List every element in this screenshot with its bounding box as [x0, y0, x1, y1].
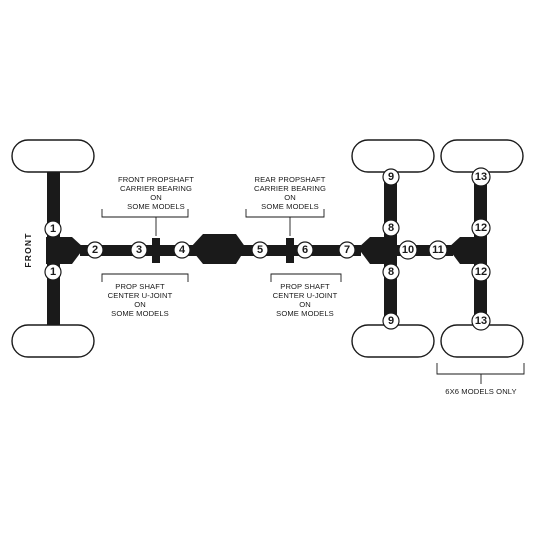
marker-3: 3: [130, 241, 148, 259]
marker-9-lower: 9: [382, 312, 400, 330]
marker-10: 10: [398, 240, 418, 260]
marker-1-lower: 1: [44, 263, 62, 281]
rear-bearing-bracket: [245, 209, 325, 218]
front-label: FRONT: [23, 232, 33, 267]
svg-text:12: 12: [475, 266, 487, 278]
rear-bearing-label-line-3: ON: [284, 193, 296, 202]
rear-bearing-label-line-4: SOME MODELS: [261, 202, 319, 211]
rear-ujoint-label-line-2: CENTER U-JOINT: [273, 291, 338, 300]
svg-text:13: 13: [475, 315, 487, 327]
front-ujoint-label-line-4: SOME MODELS: [111, 309, 169, 318]
six-by-six-label: 6X6 MODELS ONLY: [445, 387, 516, 396]
svg-text:13: 13: [475, 171, 487, 183]
svg-text:9: 9: [388, 315, 394, 327]
marker-6: 6: [296, 241, 314, 259]
svg-text:1: 1: [50, 266, 56, 278]
svg-text:8: 8: [388, 222, 394, 234]
marker-8-lower: 8: [382, 263, 400, 281]
marker-11: 11: [428, 240, 448, 260]
rear-ujoint-bracket: [270, 273, 342, 282]
rear-axle-1-left-wheel: [351, 139, 435, 173]
rear-ujoint-label-line-3: ON: [299, 300, 311, 309]
front-bearing-label-line-3: ON: [150, 193, 162, 202]
rear-ujoint-label-line-4: SOME MODELS: [276, 309, 334, 318]
svg-text:6: 6: [302, 244, 308, 256]
svg-text:4: 4: [179, 244, 186, 256]
marker-12-upper: 12: [471, 218, 491, 238]
rear-center-u-joint: [280, 238, 300, 263]
marker-13-upper: 13: [471, 167, 491, 187]
inter-axle-shaft: [395, 245, 453, 256]
svg-text:10: 10: [402, 244, 414, 256]
front-differential: [46, 237, 84, 264]
marker-7: 7: [338, 241, 356, 259]
marker-2: 2: [86, 241, 104, 259]
front-center-u-joint: [146, 238, 166, 263]
marker-9-upper: 9: [382, 168, 400, 186]
front-bearing-bracket: [101, 209, 189, 218]
rear-ujoint-label-line-1: PROP SHAFT: [280, 282, 330, 291]
front-ujoint-bracket: [101, 273, 189, 282]
rear-axle-1-differential: [358, 237, 397, 264]
svg-text:9: 9: [388, 171, 394, 183]
six-by-six-bracket: [436, 363, 525, 375]
front-ujoint-label-line-3: ON: [134, 300, 146, 309]
marker-1-upper: 1: [44, 220, 62, 238]
front-ujoint-label-line-1: PROP SHAFT: [115, 282, 165, 291]
transfer-case: [190, 234, 246, 264]
front-bearing-label-line-4: SOME MODELS: [127, 202, 185, 211]
marker-12-lower: 12: [471, 262, 491, 282]
svg-text:3: 3: [136, 244, 142, 256]
rear-axle-2-differential: [448, 237, 487, 264]
front-bearing-label-line-2: CARRIER BEARING: [120, 184, 192, 193]
rear-bearing-label-line-2: CARRIER BEARING: [254, 184, 326, 193]
rear-bearing-label-line-1: REAR PROPSHAFT: [254, 175, 325, 184]
rear-axle-1-right-wheel: [351, 324, 435, 358]
front-ujoint-label-line-2: CENTER U-JOINT: [108, 291, 173, 300]
marker-13-lower: 13: [471, 311, 491, 331]
front-bearing-label-line-1: FRONT PROPSHAFT: [118, 175, 194, 184]
marker-8-upper: 8: [382, 219, 400, 237]
front-left-wheel: [11, 139, 95, 173]
svg-text:1: 1: [50, 223, 56, 235]
svg-text:12: 12: [475, 222, 487, 234]
svg-text:7: 7: [344, 244, 350, 256]
marker-5: 5: [251, 241, 269, 259]
front-right-wheel: [11, 324, 95, 358]
marker-4: 4: [173, 241, 191, 259]
svg-text:2: 2: [92, 244, 98, 256]
rear-axle-2-left-wheel: [440, 139, 524, 173]
svg-text:11: 11: [432, 244, 444, 256]
svg-text:8: 8: [388, 266, 394, 278]
svg-text:5: 5: [257, 244, 263, 256]
